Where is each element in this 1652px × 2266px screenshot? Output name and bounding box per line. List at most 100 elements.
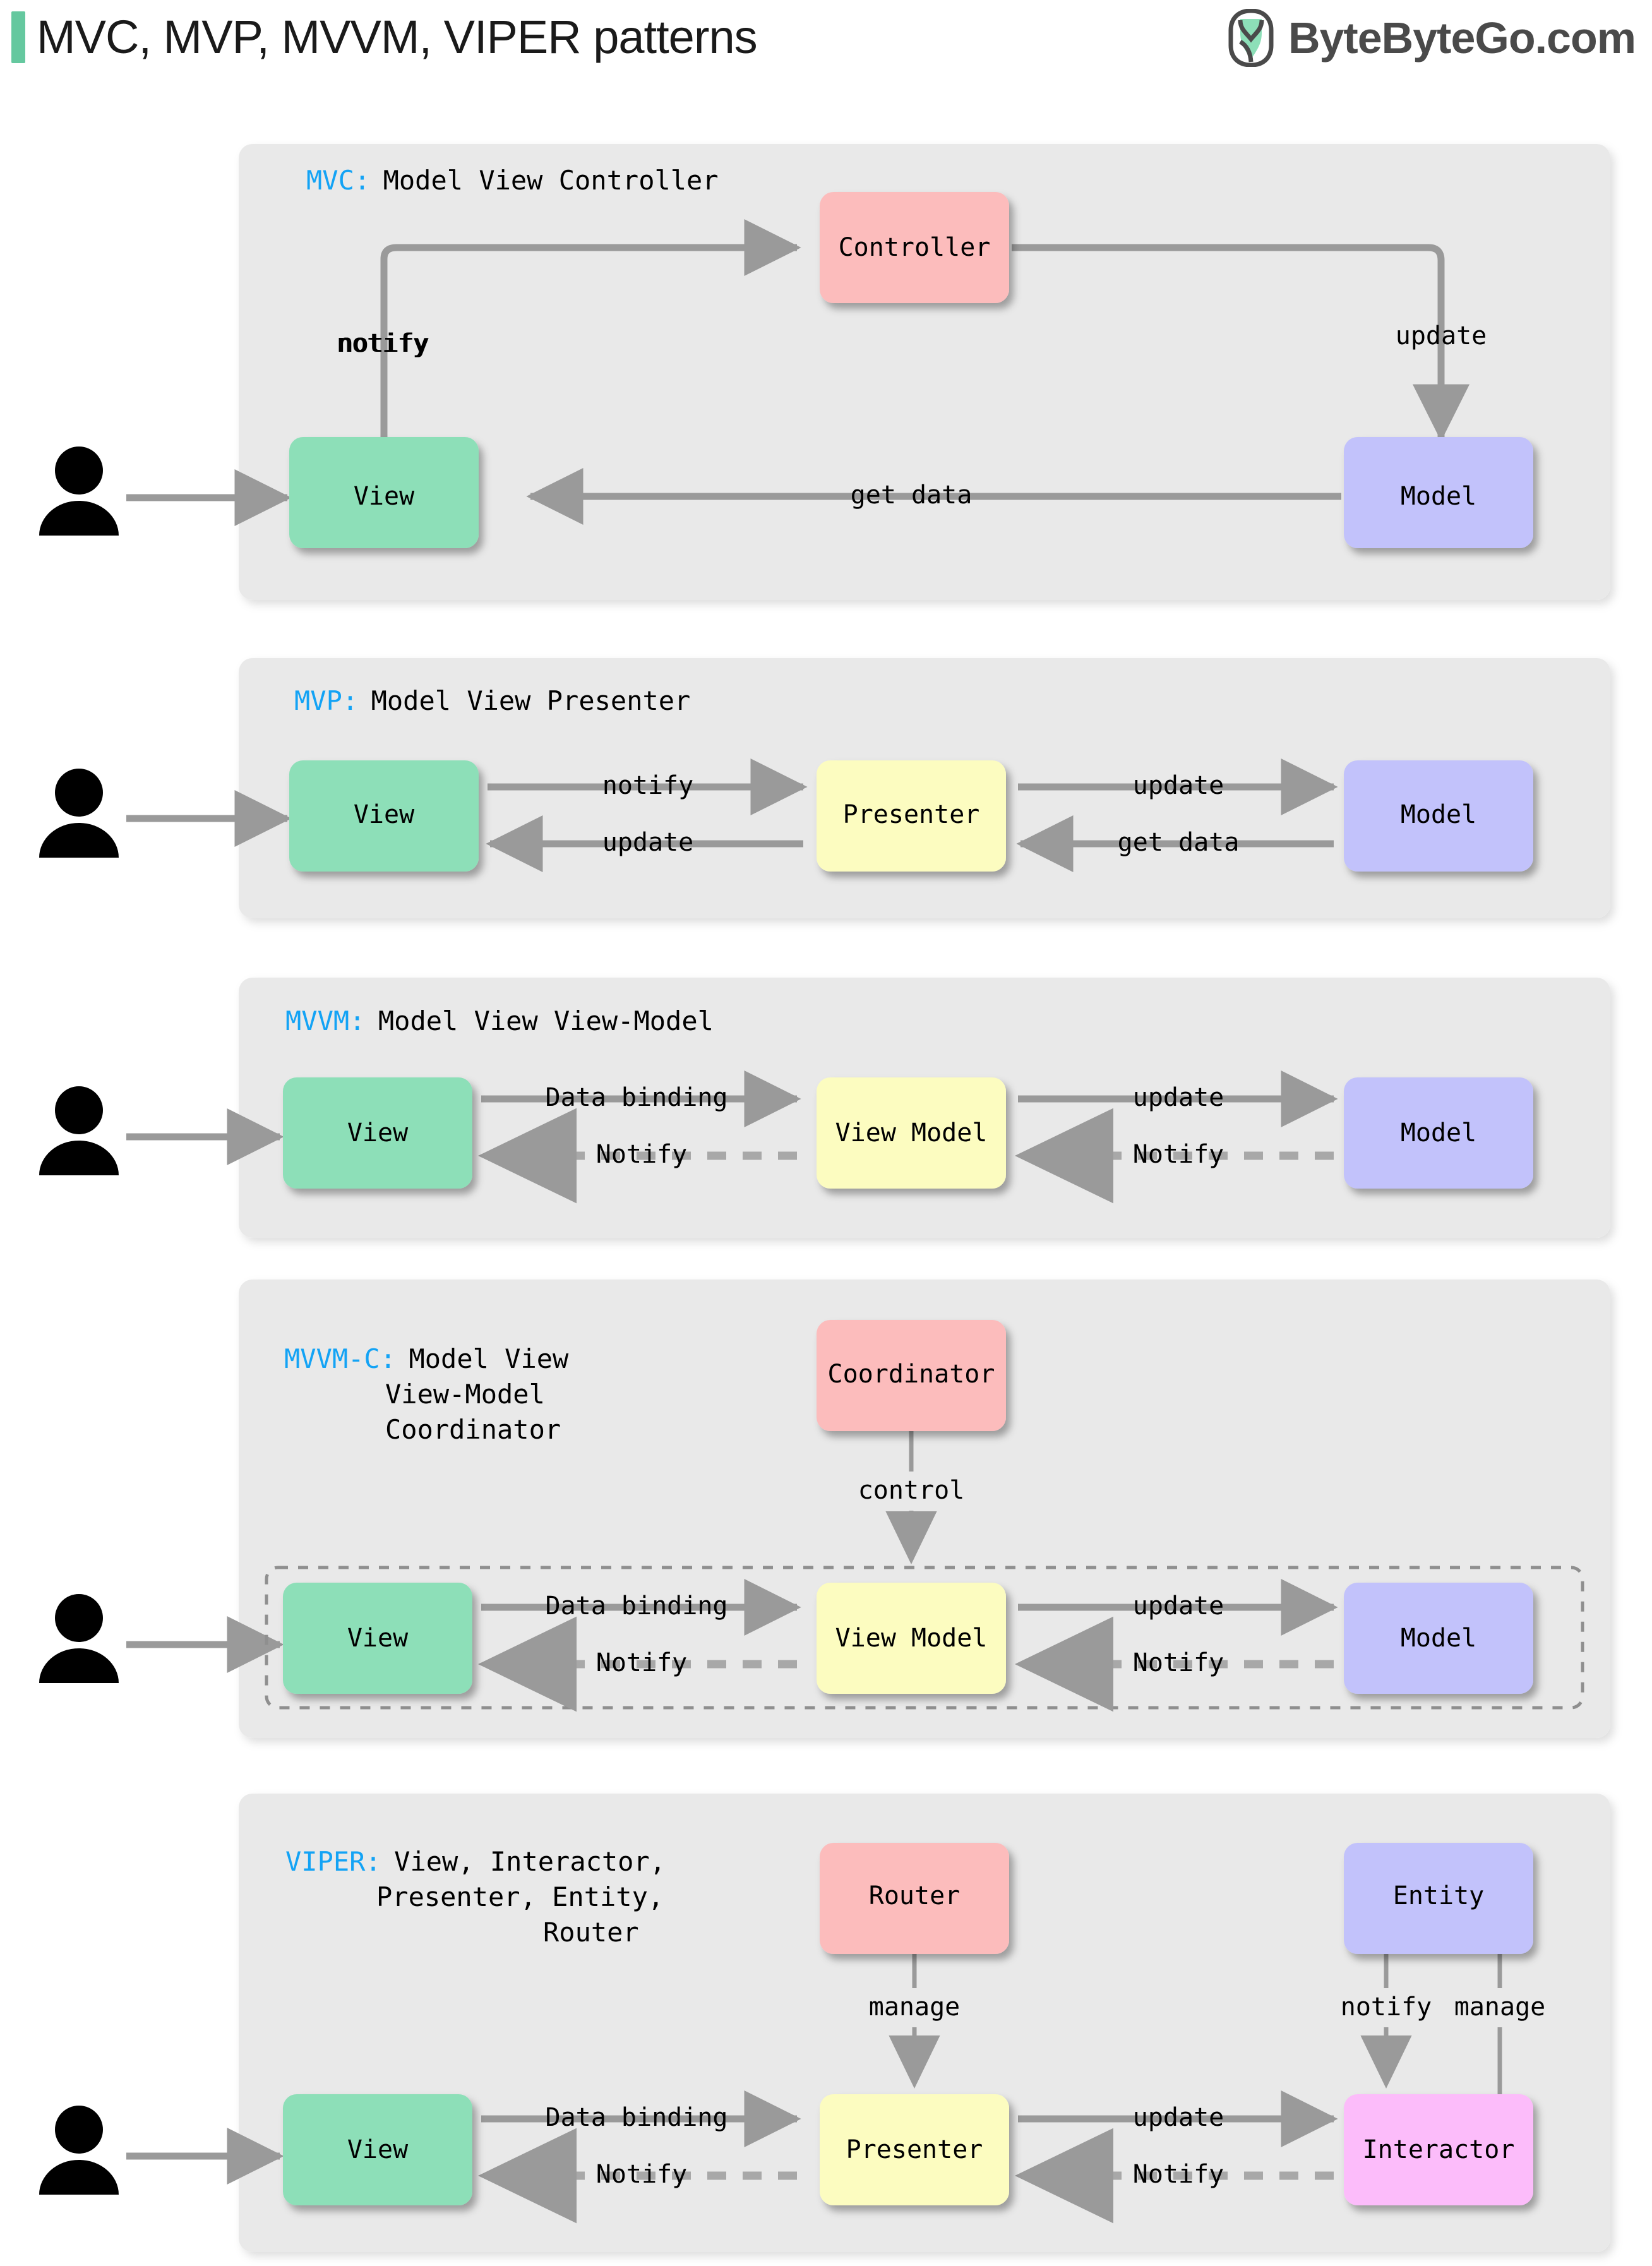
node-model-mvc[interactable]: Model bbox=[1344, 437, 1533, 548]
section-mvvm-expansion: Model View View-Model bbox=[378, 1005, 714, 1036]
node-viewmodel-mvvmc-label: View Model bbox=[835, 1624, 988, 1653]
section-mvc-key: MVC: bbox=[306, 165, 370, 196]
node-view-mvvm-label: View bbox=[347, 1118, 409, 1148]
actor-user-viper bbox=[39, 2106, 119, 2195]
brand-logo: ByteByteGo.com bbox=[1226, 9, 1636, 67]
node-view-mvvmc[interactable]: View bbox=[283, 1583, 472, 1694]
edge-label-notify-interactor-viper: Notify bbox=[1133, 2160, 1224, 2189]
edge-label-notify-view-mvvm: Notify bbox=[596, 1140, 688, 1169]
edge-label-update-mvvmc: update bbox=[1133, 1592, 1224, 1621]
section-mvvmc-label-line1: MVVM-C: Model View bbox=[284, 1343, 569, 1374]
node-view-mvp-label: View bbox=[354, 800, 415, 829]
panel-mvvmc-background bbox=[239, 1280, 1610, 1738]
actor-user-mvc bbox=[39, 447, 119, 536]
edge-controller-to-model-mvc bbox=[1012, 244, 1470, 441]
section-mvvmc-l1: Model View bbox=[409, 1343, 569, 1374]
node-view-mvc[interactable]: View bbox=[289, 437, 479, 548]
node-presenter-viper[interactable]: Presenter bbox=[820, 2094, 1009, 2205]
section-viper: VIPER: View, Interactor, Presenter, Enti… bbox=[39, 1794, 1610, 2252]
section-viper-l2: Presenter, Entity, bbox=[376, 1881, 664, 1912]
node-presenter-mvp-label: Presenter bbox=[843, 800, 980, 829]
edge-view-to-controller-mvc bbox=[380, 219, 801, 488]
edge-label-notify-model-mvvmc: Notify bbox=[1133, 1648, 1224, 1677]
node-interactor-viper-label: Interactor bbox=[1363, 2135, 1515, 2164]
section-mvvm: MVVM: Model View View-Model Data binding… bbox=[39, 978, 1610, 1238]
node-view-mvp[interactable]: View bbox=[289, 760, 479, 872]
page-header: MVC, MVP, MVVM, VIPER patterns ByteByteG… bbox=[0, 0, 1652, 75]
node-interactor-viper[interactable]: Interactor bbox=[1344, 2094, 1533, 2205]
actor-user-mvp bbox=[39, 769, 119, 858]
section-mvp-key: MVP: bbox=[294, 685, 358, 716]
edge-label-data-binding-mvvmc: Data binding bbox=[546, 1592, 728, 1621]
section-mvp-expansion: Model View Presenter bbox=[371, 685, 691, 716]
node-entity-viper[interactable]: Entity bbox=[1344, 1843, 1533, 1954]
edge-label-notify-view-viper: Notify bbox=[596, 2160, 688, 2189]
node-router-viper-label: Router bbox=[869, 1881, 961, 1910]
node-model-mvp[interactable]: Model bbox=[1344, 760, 1533, 872]
edge-label-update-viper: update bbox=[1133, 2103, 1224, 2132]
node-controller-mvc[interactable]: Controller bbox=[820, 192, 1009, 303]
node-model-mvvm-label: Model bbox=[1401, 1118, 1476, 1148]
section-viper-key: VIPER: bbox=[285, 1846, 381, 1877]
edge-label-get-data-mvc: get data bbox=[851, 481, 973, 510]
section-mvvmc-l3: Coordinator bbox=[385, 1414, 561, 1445]
node-coordinator-mvvmc[interactable]: Coordinator bbox=[817, 1320, 1006, 1431]
edge-label-update-mvp: update bbox=[1133, 771, 1224, 800]
section-mvc-expansion: Model View Controller bbox=[383, 165, 719, 196]
section-mvvmc-key: MVVM-C: bbox=[284, 1343, 396, 1374]
section-mvp: MVP: Model View Presenter notify update … bbox=[39, 658, 1610, 918]
node-coordinator-mvvmc-label: Coordinator bbox=[828, 1360, 995, 1389]
section-mvvmc-l2: View-Model bbox=[385, 1379, 545, 1410]
brand-name: ByteByteGo.com bbox=[1288, 13, 1636, 63]
edge-label-manage-router-viper: manage bbox=[869, 1993, 961, 2022]
node-view-mvc-label: View bbox=[354, 482, 415, 511]
group-box-mvvmc bbox=[265, 1566, 1584, 1710]
actor-user-mvvm bbox=[39, 1086, 119, 1175]
edge-label-notify-mvc-text: notify bbox=[338, 329, 430, 358]
page-title: MVC, MVP, MVVM, VIPER patterns bbox=[37, 11, 758, 63]
node-model-mvp-label: Model bbox=[1401, 800, 1476, 829]
edge-label-notify-model-mvvm: Notify bbox=[1133, 1140, 1224, 1169]
panel-viper-background bbox=[239, 1794, 1610, 2252]
edge-label-notify-entity-viper: notify bbox=[1341, 1993, 1432, 2022]
edge-label-notify-mvc: notify bbox=[337, 329, 428, 358]
node-view-mvvm[interactable]: View bbox=[283, 1077, 472, 1189]
node-controller-mvc-label: Controller bbox=[839, 233, 991, 262]
section-viper-label-line1: VIPER: View, Interactor, bbox=[285, 1846, 666, 1877]
node-view-viper-label: View bbox=[347, 2135, 409, 2164]
node-router-viper[interactable]: Router bbox=[820, 1843, 1009, 1954]
edge-label-data-binding-viper: Data binding bbox=[546, 2103, 728, 2132]
node-model-mvvmc-label: Model bbox=[1401, 1624, 1476, 1653]
section-mvvmc: MVVM-C: Model View View-Model Coordinato… bbox=[39, 1280, 1610, 1738]
node-model-mvvm[interactable]: Model bbox=[1344, 1077, 1533, 1189]
edge-label-notify-mvp: notify bbox=[602, 771, 694, 800]
title-accent-bar bbox=[11, 11, 25, 63]
node-model-mvc-label: Model bbox=[1401, 482, 1476, 511]
actor-user-mvvmc bbox=[39, 1594, 119, 1683]
section-mvvm-label: MVVM: Model View View-Model bbox=[285, 1005, 714, 1036]
edge-label-update-mvc: update bbox=[1396, 321, 1487, 351]
section-viper-l3: Router bbox=[543, 1917, 639, 1948]
section-viper-l1: View, Interactor, bbox=[394, 1846, 666, 1877]
edge-label-get-data-mvp: get data bbox=[1118, 828, 1240, 857]
section-mvc: MVC: Model View Controller notify notify… bbox=[39, 144, 1610, 600]
edge-label-update-mvvm: update bbox=[1133, 1083, 1224, 1112]
section-mvc-label: MVC: Model View Controller bbox=[306, 165, 719, 196]
node-viewmodel-mvvm[interactable]: View Model bbox=[817, 1077, 1006, 1189]
node-presenter-viper-label: Presenter bbox=[846, 2135, 983, 2164]
node-view-viper[interactable]: View bbox=[283, 2094, 472, 2205]
edge-label-update-back-mvp: update bbox=[602, 828, 694, 857]
section-mvvm-key: MVVM: bbox=[285, 1005, 365, 1036]
node-view-mvvmc-label: View bbox=[347, 1624, 409, 1653]
node-presenter-mvp[interactable]: Presenter bbox=[817, 760, 1006, 872]
node-model-mvvmc[interactable]: Model bbox=[1344, 1583, 1533, 1694]
edge-label-data-binding-mvvm: Data binding bbox=[546, 1083, 728, 1112]
node-entity-viper-label: Entity bbox=[1393, 1881, 1485, 1910]
section-mvp-label: MVP: Model View Presenter bbox=[294, 685, 690, 716]
node-viewmodel-mvvm-label: View Model bbox=[835, 1118, 988, 1148]
node-viewmodel-mvvmc[interactable]: View Model bbox=[817, 1583, 1006, 1694]
bytebytego-logo-icon bbox=[1228, 9, 1274, 67]
edge-label-control-mvvmc: control bbox=[858, 1476, 965, 1505]
edge-label-notify-view-mvvmc: Notify bbox=[596, 1648, 688, 1677]
